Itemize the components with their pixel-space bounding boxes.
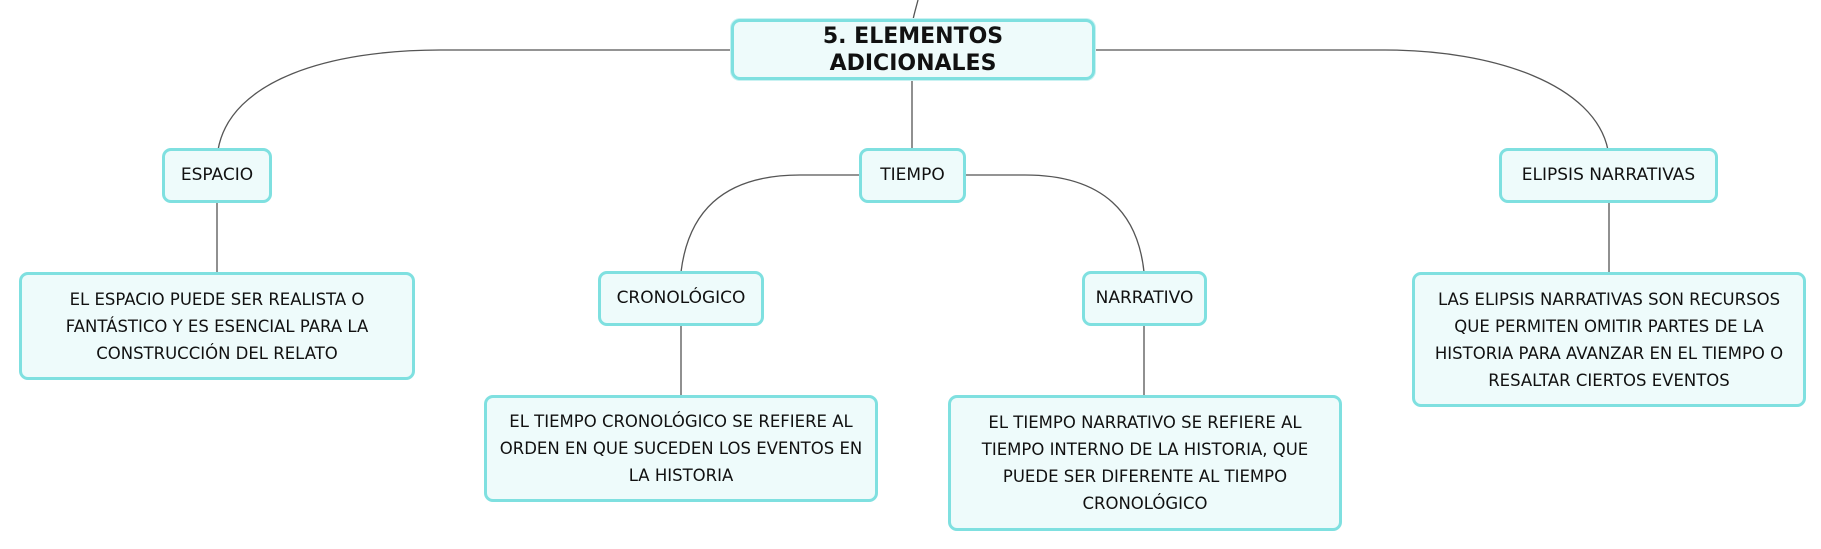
- connector-tiempo-to-narrativo: [965, 174, 1145, 273]
- root-node-label: 5. ELEMENTOS ADICIONALES: [822, 23, 1004, 76]
- connector-root-to-elipsis: [1093, 49, 1609, 151]
- connector-tiempo-to-cronologico: [680, 174, 860, 273]
- narrativo-description-node[interactable]: EL TIEMPO NARRATIVO SE REFIERE AL TIEMPO…: [948, 395, 1342, 531]
- narrativo-description-text: EL TIEMPO NARRATIVO SE REFIERE AL TIEMPO…: [981, 413, 1309, 513]
- elipsis-node[interactable]: ELIPSIS NARRATIVAS: [1499, 148, 1718, 203]
- espacio-description-node[interactable]: EL ESPACIO PUEDE SER REALISTA O FANTÁSTI…: [19, 272, 415, 380]
- elipsis-description-node[interactable]: LAS ELIPSIS NARRATIVAS SON RECURSOS QUE …: [1412, 272, 1806, 407]
- cronologico-description-text: EL TIEMPO CRONOLÓGICO SE REFIERE AL ORDE…: [499, 412, 863, 485]
- root-node[interactable]: 5. ELEMENTOS ADICIONALES: [731, 19, 1095, 80]
- connector-root-to-espacio: [217, 49, 733, 151]
- elipsis-description-text: LAS ELIPSIS NARRATIVAS SON RECURSOS QUE …: [1434, 289, 1784, 390]
- cronologico-node[interactable]: CRONOLÓGICO: [598, 271, 764, 326]
- espacio-node-label: ESPACIO: [180, 165, 254, 185]
- espacio-description-text: EL ESPACIO PUEDE SER REALISTA O FANTÁSTI…: [65, 289, 369, 363]
- cronologico-description-node[interactable]: EL TIEMPO CRONOLÓGICO SE REFIERE AL ORDE…: [484, 395, 878, 502]
- tiempo-node[interactable]: TIEMPO: [859, 148, 966, 203]
- narrativo-node[interactable]: NARRATIVO: [1082, 271, 1207, 326]
- cronologico-node-label: CRONOLÓGICO: [616, 288, 746, 308]
- espacio-node[interactable]: ESPACIO: [162, 148, 272, 203]
- narrativo-node-label: NARRATIVO: [1095, 288, 1194, 308]
- connector-parent-to-root: [912, 0, 919, 21]
- tiempo-node-label: TIEMPO: [880, 165, 945, 185]
- elipsis-node-label: ELIPSIS NARRATIVAS: [1521, 165, 1696, 185]
